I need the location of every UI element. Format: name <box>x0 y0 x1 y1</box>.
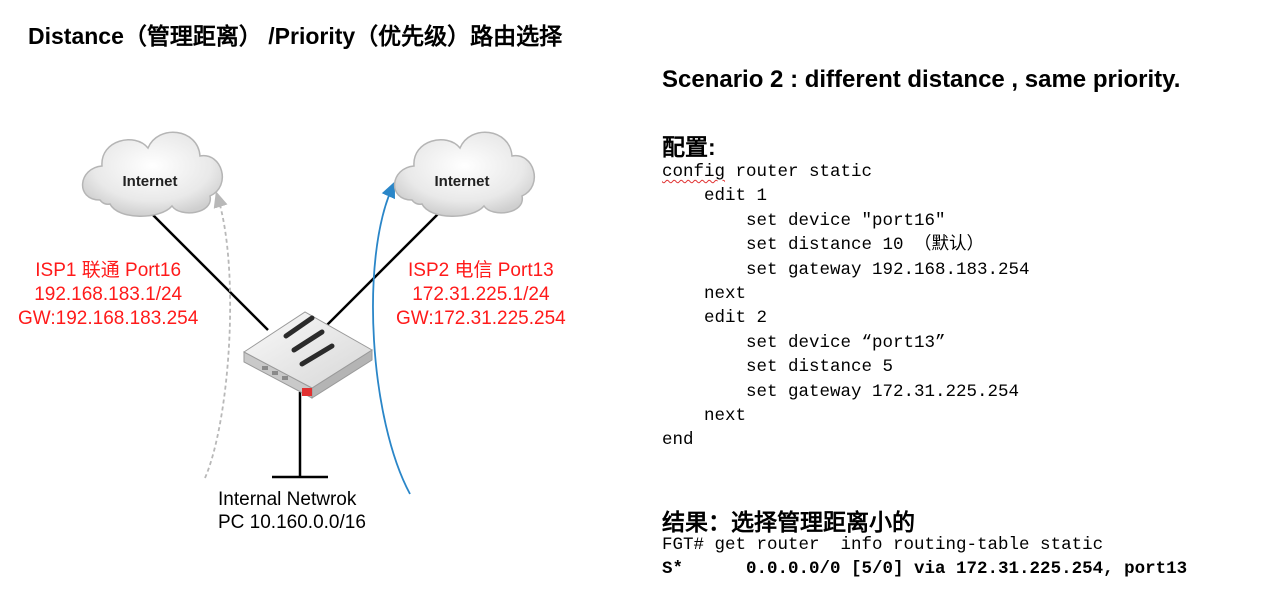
active-path-arrow <box>372 181 411 495</box>
inactive-path-arrow <box>204 191 231 479</box>
internet-cloud-left-icon <box>81 131 224 217</box>
isp2-label: ISP2 电信 Port13 172.31.225.1/24 GW:172.31… <box>396 259 566 331</box>
isp1-label: ISP1 联通 Port16 192.168.183.1/24 GW:192.1… <box>18 259 198 331</box>
config-line: end <box>662 430 694 451</box>
link-isp2 <box>321 211 441 331</box>
config-heading: 配置: <box>662 134 716 160</box>
config-line: set distance 5 <box>662 357 894 378</box>
firewall-device-icon <box>243 311 373 399</box>
result-heading: 结果：选择管理距离小的 <box>662 509 915 535</box>
internal-network-label: Internal Netwrok PC 10.160.0.0/16 <box>218 488 366 534</box>
result-route: S* 0.0.0.0/0 [5/0] via 172.31.225.254, p… <box>662 559 1188 579</box>
config-line: set gateway 172.31.225.254 <box>662 381 1020 402</box>
internal-network-name: Internal Netwrok <box>218 489 357 510</box>
config-line: set device “port13” <box>662 332 946 353</box>
page-title: Distance（管理距离） /Priority（优先级）路由选择 <box>28 23 563 49</box>
isp1-ip: 192.168.183.1/24 <box>34 284 183 305</box>
isp2-ip: 172.31.225.1/24 <box>412 284 550 305</box>
isp2-name: ISP2 电信 Port13 <box>408 260 554 281</box>
config-code-block: config router static edit 1 set device "… <box>662 160 1030 453</box>
config-line: edit 1 <box>662 186 768 207</box>
internet-cloud-right-icon <box>393 131 536 217</box>
config-line: next <box>662 406 747 427</box>
isp1-gateway: GW:192.168.183.254 <box>18 308 199 329</box>
config-line: set gateway 192.168.183.254 <box>662 259 1030 280</box>
config-line: config router static <box>662 162 873 182</box>
config-line: edit 2 <box>662 308 768 329</box>
network-diagram: Internet Internet <box>81 131 536 495</box>
spellcheck-underline: config <box>662 162 726 182</box>
config-line: set distance 10 （默认） <box>662 235 985 256</box>
isp2-gateway: GW:172.31.225.254 <box>396 308 566 329</box>
internal-network-subnet: PC 10.160.0.0/16 <box>218 512 366 533</box>
config-line: set device "port16" <box>662 210 946 231</box>
isp1-name: ISP1 联通 Port16 <box>35 260 182 281</box>
internet-cloud-left-label: Internet <box>122 173 177 190</box>
link-isp1 <box>149 211 269 331</box>
internet-cloud-right-label: Internet <box>434 173 489 190</box>
result-command: FGT# get router info routing-table stati… <box>662 535 1104 555</box>
config-line: next <box>662 284 747 305</box>
result-code-block: FGT# get router info routing-table stati… <box>662 533 1187 581</box>
scenario-heading: Scenario 2 : different distance , same p… <box>662 66 1181 93</box>
